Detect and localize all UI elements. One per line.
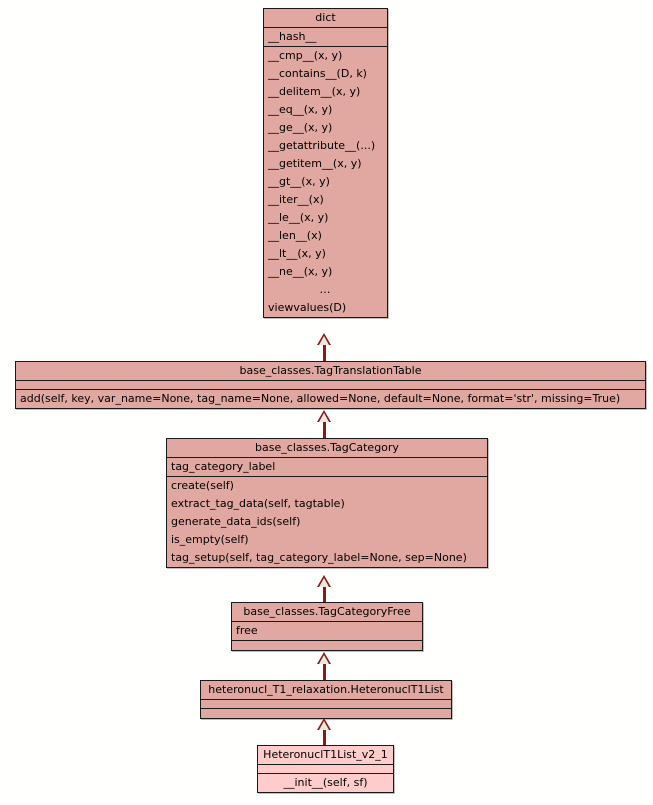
class-name-tagcategoryfree: base_classes.TagCategoryFree (243, 605, 411, 618)
class-method: is_empty(self) (171, 533, 249, 546)
class-method: viewvalues(D) (268, 301, 347, 314)
class-box-tagcategory[interactable]: base_classes.TagCategory tag_category_la… (166, 438, 488, 568)
class-methods-compartment (201, 709, 451, 718)
class-title-compartment: base_classes.TagTranslationTable (16, 362, 645, 381)
class-title-compartment: dict (264, 9, 387, 28)
class-attribute: free (236, 624, 258, 637)
inheritance-arrow-head (317, 410, 331, 422)
class-title-compartment: HeteronuclT1List_v2_1 (258, 746, 393, 765)
class-method: __iter__(x) (268, 193, 324, 206)
class-method: extract_tag_data(self, tagtable) (171, 497, 345, 510)
inheritance-edge-line (323, 421, 326, 438)
class-attribute: tag_category_label (171, 460, 276, 473)
class-attributes-compartment: tag_category_label (167, 458, 487, 477)
class-attribute: __hash__ (268, 30, 317, 43)
class-methods-compartment: create(self) extract_tag_data(self, tagt… (167, 477, 487, 567)
class-method: __cmp__(x, y) (268, 49, 343, 62)
class-method: __ne__(x, y) (268, 265, 333, 278)
class-box-heteronuclt1list[interactable]: heteronucl_T1_relaxation.HeteronuclT1Lis… (200, 680, 452, 719)
class-method: __len__(x) (268, 229, 322, 242)
class-box-tagtranslationtable[interactable]: base_classes.TagTranslationTable add(sel… (15, 361, 646, 409)
class-name-dict: dict (315, 11, 336, 24)
class-method: __contains__(D, k) (268, 67, 367, 80)
class-title-compartment: base_classes.TagCategoryFree (232, 603, 422, 622)
inheritance-edge-line (323, 663, 326, 680)
class-method: add(self, key, var_name=None, tag_name=N… (20, 392, 621, 405)
class-attributes-compartment (16, 381, 645, 390)
class-box-heteronuclt1list-v2-1[interactable]: HeteronuclT1List_v2_1 __init__(self, sf) (257, 745, 394, 793)
class-box-tagcategoryfree[interactable]: base_classes.TagCategoryFree free (231, 602, 423, 651)
class-box-dict[interactable]: dict __hash__ __cmp__(x, y) __contains__… (263, 8, 388, 318)
inheritance-edge-line (323, 344, 326, 361)
inheritance-arrow-head (317, 575, 331, 587)
class-methods-compartment: __init__(self, sf) (258, 774, 393, 792)
class-method: __delitem__(x, y) (268, 85, 361, 98)
class-method: __getattribute__(...) (268, 139, 376, 152)
class-attributes-compartment (258, 765, 393, 774)
class-attributes-compartment: __hash__ (264, 28, 387, 47)
class-method: create(self) (171, 479, 234, 492)
class-method: __ge__(x, y) (268, 121, 333, 134)
class-name-heteronuclt1list: heteronucl_T1_relaxation.HeteronuclT1Lis… (208, 683, 444, 696)
class-method: __gt__(x, y) (268, 175, 330, 188)
class-title-compartment: base_classes.TagCategory (167, 439, 487, 458)
class-attributes-compartment (201, 700, 451, 709)
class-methods-compartment: add(self, key, var_name=None, tag_name=N… (16, 390, 645, 408)
class-method: __init__(self, sf) (283, 776, 368, 789)
class-name-tagcategory: base_classes.TagCategory (255, 441, 399, 454)
class-attributes-compartment: free (232, 622, 422, 641)
inheritance-edge-line (323, 586, 326, 603)
class-methods-compartment: __cmp__(x, y) __contains__(D, k) __delit… (264, 47, 387, 317)
class-methods-compartment (232, 641, 422, 650)
class-method: __le__(x, y) (268, 211, 329, 224)
inheritance-arrow-head (317, 333, 331, 345)
class-method: generate_data_ids(self) (171, 515, 301, 528)
class-name-tagtranslationtable: base_classes.TagTranslationTable (239, 364, 422, 377)
class-title-compartment: heteronucl_T1_relaxation.HeteronuclT1Lis… (201, 681, 451, 700)
class-method: __getitem__(x, y) (268, 157, 362, 170)
inheritance-edge-line (323, 729, 326, 745)
class-method: __eq__(x, y) (268, 103, 333, 116)
class-method: __lt__(x, y) (268, 247, 326, 260)
inheritance-arrow-head (317, 652, 331, 664)
class-name-heteronuclt1list-v2-1: HeteronuclT1List_v2_1 (263, 748, 388, 761)
class-method-ellipsis: … (319, 283, 332, 296)
class-method: tag_setup(self, tag_category_label=None,… (171, 551, 467, 564)
inheritance-arrow-head (317, 718, 331, 730)
